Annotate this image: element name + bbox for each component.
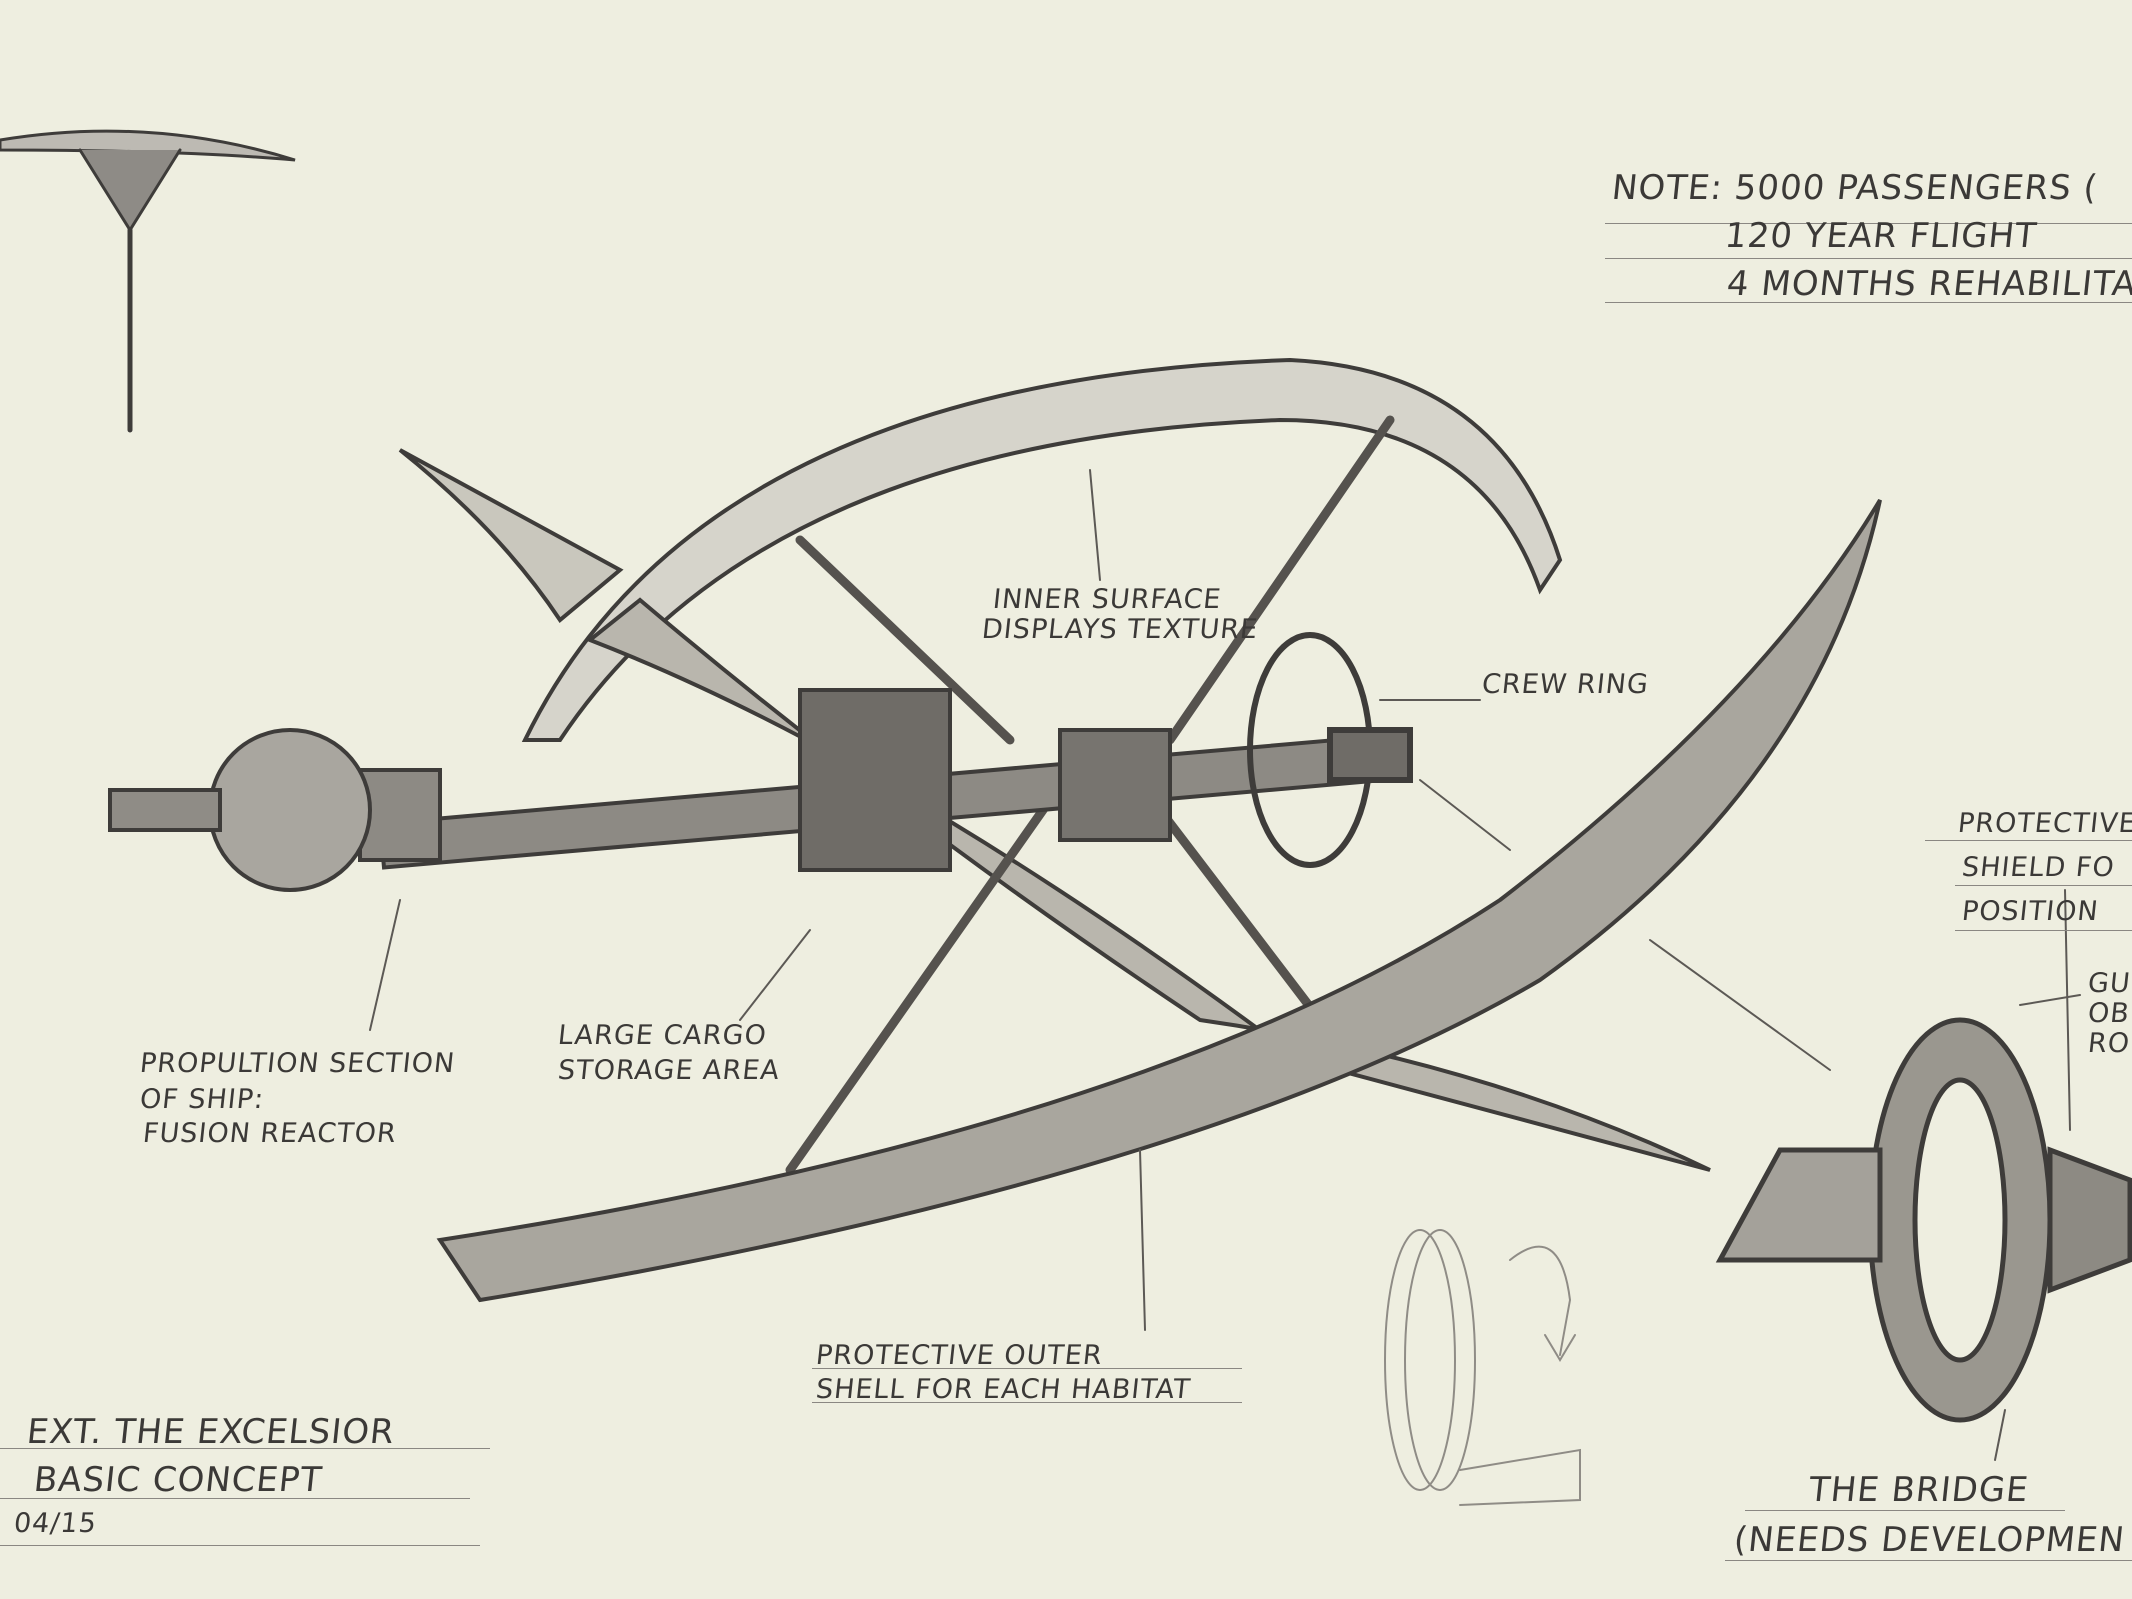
label-gu-1: GU [2086,968,2132,999]
front-habitat-blade [436,498,1882,1303]
label-shield-1: PROTECTIVE [1956,808,2132,839]
note-rehabilitation: 4 MONTHS REHABILITATI [1724,264,2132,304]
label-outer-shell-2: SHELL FOR EACH HABITAT [814,1374,1193,1405]
bridge-sketch [1715,1017,2132,1423]
label-cargo-2: STORAGE AREA [556,1055,782,1086]
note-passengers: NOTE: 5000 PASSENGERS ( [1609,168,2100,208]
ring-rotation-doodle [1384,1229,1581,1506]
label-inner-surface-2: DISPLAYS TEXTURE [980,614,1260,645]
label-crew-ring: CREW RING [1480,669,1651,700]
label-bridge-note: (NEEDS DEVELOPMEN [1731,1520,2127,1560]
label-gu-2: OB [2086,998,2132,1029]
title-block-date: 04/15 [12,1508,99,1539]
label-propulsion-2: OF SHIP: [138,1084,266,1115]
label-gu-3: RO [2086,1028,2132,1059]
label-propulsion-1: PROPULTION SECTION [138,1048,457,1079]
propulsion-sphere [108,728,372,892]
upper-habitat-blade [398,357,1563,742]
label-propulsion-3: FUSION REACTOR [141,1118,399,1149]
label-shield-3: POSITION [1960,896,2101,927]
note-flight: 120 YEAR FLIGHT [1722,216,2039,256]
title-block-subtitle: BASIC CONCEPT [31,1460,325,1500]
small-antenna-sketch [0,129,296,433]
label-cargo-1: LARGE CARGO [556,1020,769,1051]
label-bridge: THE BRIDGE [1806,1470,2031,1510]
label-inner-surface-1: INNER SURFACE [991,584,1224,615]
label-shield-2: SHIELD FO [1960,852,2117,883]
central-spine [358,688,1383,872]
title-block-title: EXT. THE EXCELSIOR [24,1412,397,1452]
support-struts [785,415,1395,1175]
label-outer-shell-1: PROTECTIVE OUTER [814,1340,1105,1371]
crew-ring [1247,632,1413,868]
